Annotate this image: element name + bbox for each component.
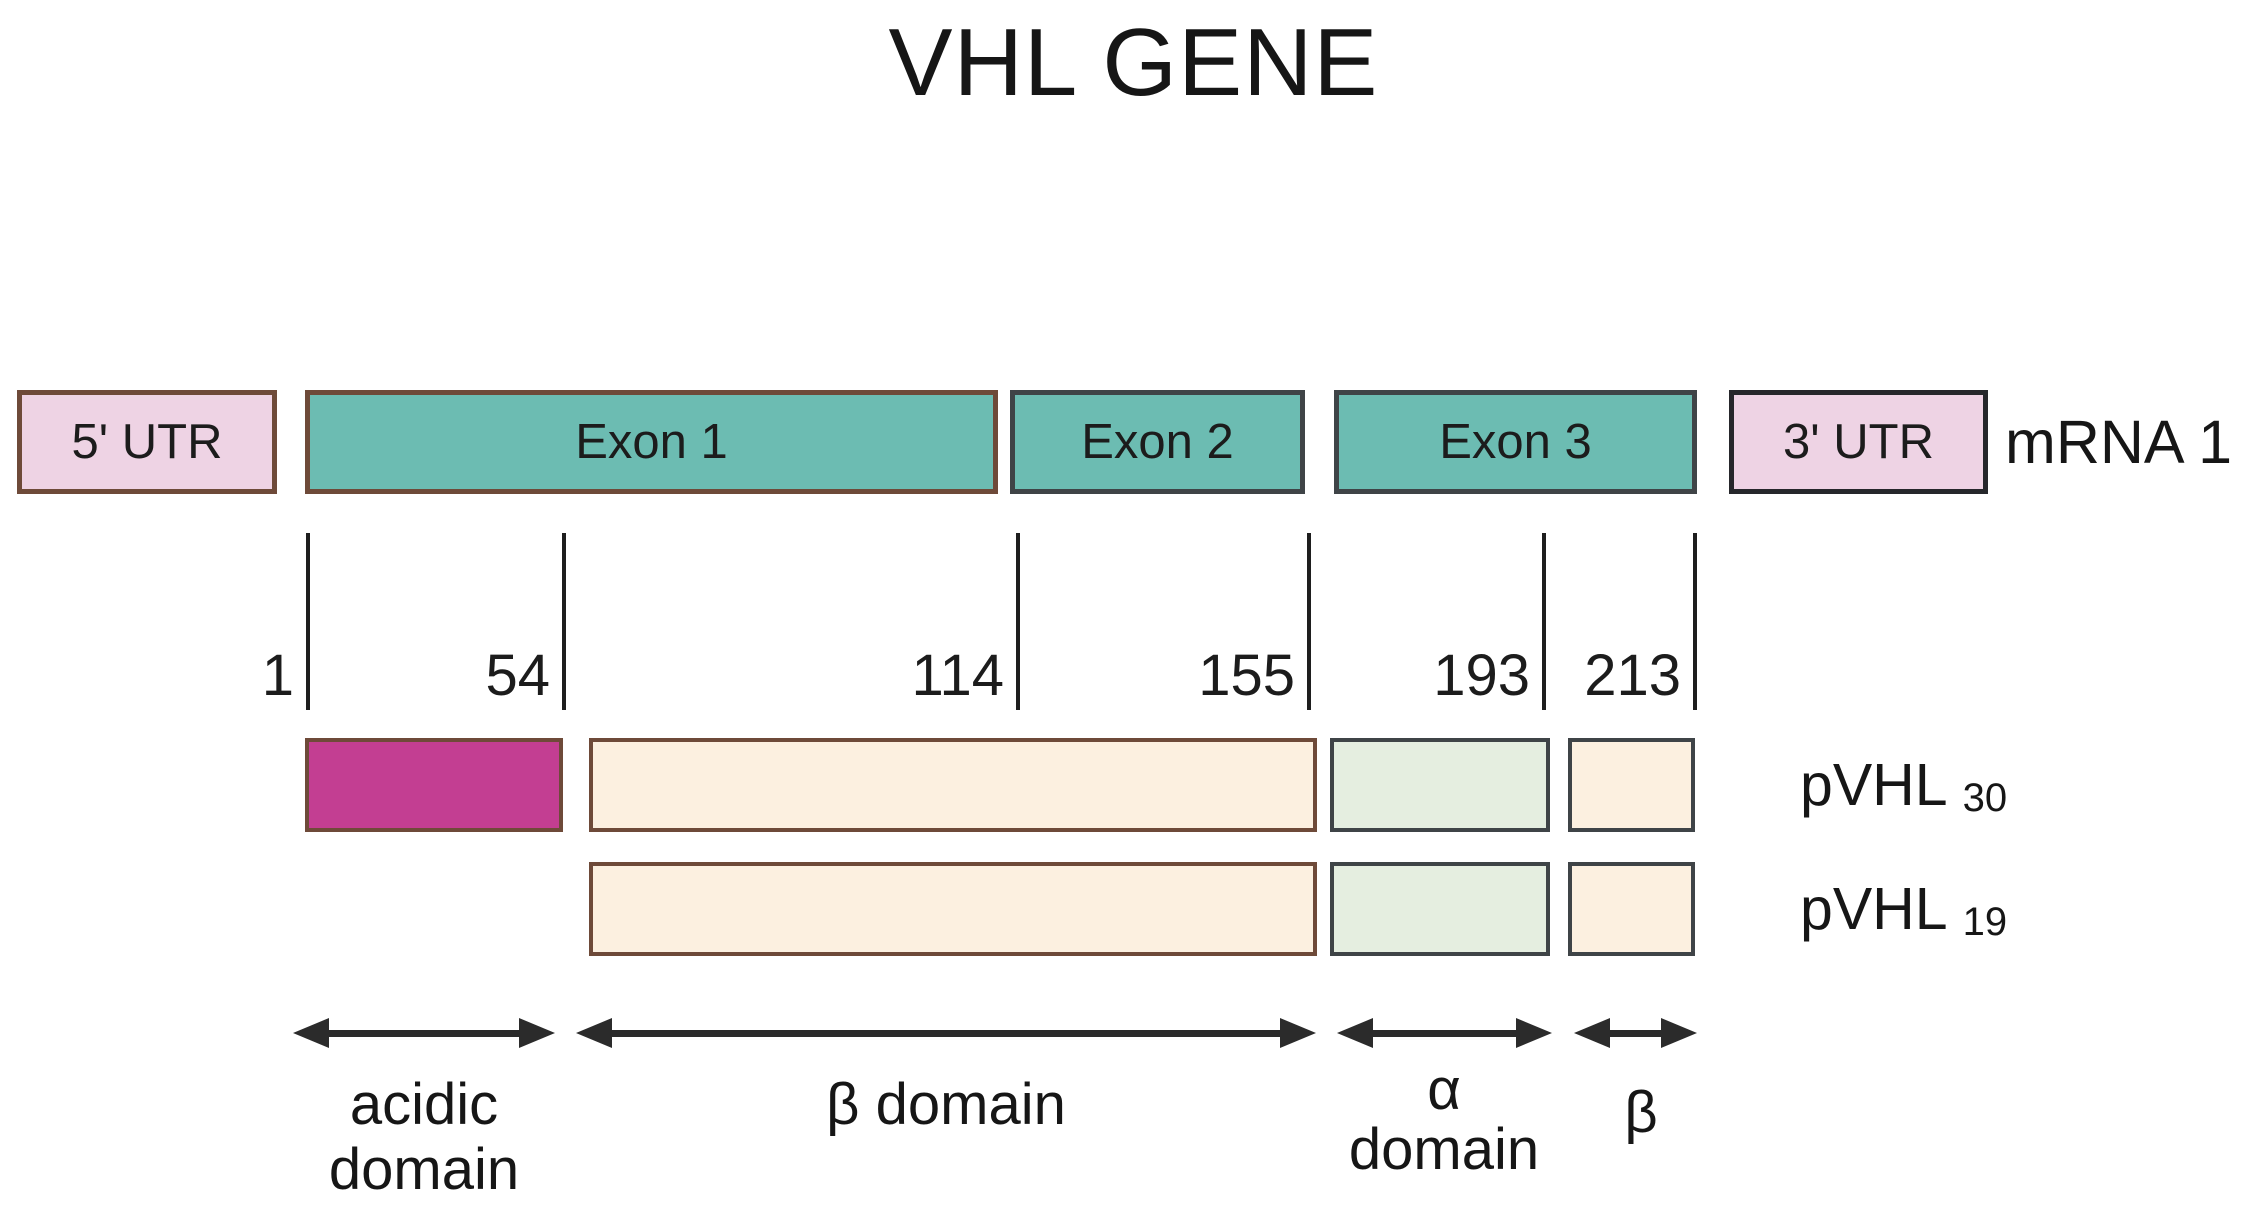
position-label: 1: [261, 643, 294, 708]
domain-label-line: β: [1624, 1080, 1658, 1145]
beta-domain-arrow: [576, 1011, 1316, 1055]
arrow-shaft: [602, 1029, 1290, 1037]
acidic-domain-label: acidic domain: [274, 1072, 574, 1202]
arrowhead-right-icon: [519, 1018, 555, 1048]
protein-name: pVHL: [1800, 876, 1948, 942]
mrna-track-label: mRNA 1: [2005, 408, 2233, 476]
position-tick-213: [1693, 533, 1697, 710]
position-tick-1: [306, 533, 310, 710]
position-tick-193: [1542, 533, 1546, 710]
domain-label-line: domain: [328, 1137, 520, 1202]
mrna-segment-exon3: Exon 3: [1334, 390, 1697, 494]
protein-label-pvhl19: pVHL 19: [1800, 862, 2220, 956]
mrna-segment-label: Exon 1: [575, 415, 728, 469]
position-tick-155: [1307, 533, 1311, 710]
domain-label-line: domain: [1348, 1117, 1540, 1182]
position-tick-54: [562, 533, 566, 710]
pvhl19-beta2-box: [1568, 862, 1695, 956]
arrow-shaft: [1600, 1029, 1671, 1037]
beta2-domain-arrow: [1574, 1011, 1697, 1055]
domain-label-line: β domain: [826, 1072, 1066, 1137]
pvhl19-beta-domain-box: [589, 862, 1317, 956]
mrna-segment-label: 5' UTR: [71, 415, 223, 469]
beta-domain-label: β domain: [696, 1072, 1196, 1137]
diagram-title: VHL GENE: [888, 9, 1379, 116]
position-label: 155: [1198, 643, 1295, 708]
protein-label-pvhl30: pVHL 30: [1800, 738, 2220, 832]
acidic-domain-arrow: [293, 1011, 555, 1055]
protein-name: pVHL: [1800, 752, 1948, 818]
pvhl30-beta2-box: [1568, 738, 1695, 832]
alpha-domain-arrow: [1337, 1011, 1552, 1055]
mrna-segment-label: 3' UTR: [1783, 415, 1934, 469]
pvhl19-alpha-domain-box: [1330, 862, 1550, 956]
protein-isoform-subscript: 30: [1962, 775, 2008, 820]
position-tick-114: [1016, 533, 1020, 710]
arrowhead-right-icon: [1280, 1018, 1316, 1048]
pvhl30-beta-domain-box: [589, 738, 1317, 832]
mrna-segment-label: Exon 3: [1439, 415, 1592, 469]
arrowhead-right-icon: [1661, 1018, 1697, 1048]
mrna-segment-exon2: Exon 2: [1010, 390, 1305, 494]
domain-label-line: acidic: [349, 1072, 499, 1137]
protein-isoform-subscript: 19: [1962, 899, 2008, 944]
position-label: 54: [485, 643, 550, 708]
pvhl30-acidic-domain-box: [305, 738, 563, 832]
position-label: 114: [911, 643, 1004, 708]
mrna-segment-exon1: Exon 1: [305, 390, 998, 494]
domain-label-line: α: [1427, 1057, 1461, 1122]
mrna-segment-5utr: 5' UTR: [17, 390, 277, 494]
arrow-shaft: [319, 1029, 529, 1037]
alpha-domain-label: α domain: [1294, 1060, 1594, 1180]
arrow-shaft: [1363, 1029, 1526, 1037]
position-label: 193: [1433, 643, 1530, 708]
beta2-domain-label: β: [1566, 1080, 1716, 1145]
mrna-segment-3utr: 3' UTR: [1729, 390, 1988, 494]
pvhl30-alpha-domain-box: [1330, 738, 1550, 832]
mrna-segment-label: Exon 2: [1081, 415, 1234, 469]
arrowhead-right-icon: [1516, 1018, 1552, 1048]
position-label: 213: [1584, 643, 1681, 708]
